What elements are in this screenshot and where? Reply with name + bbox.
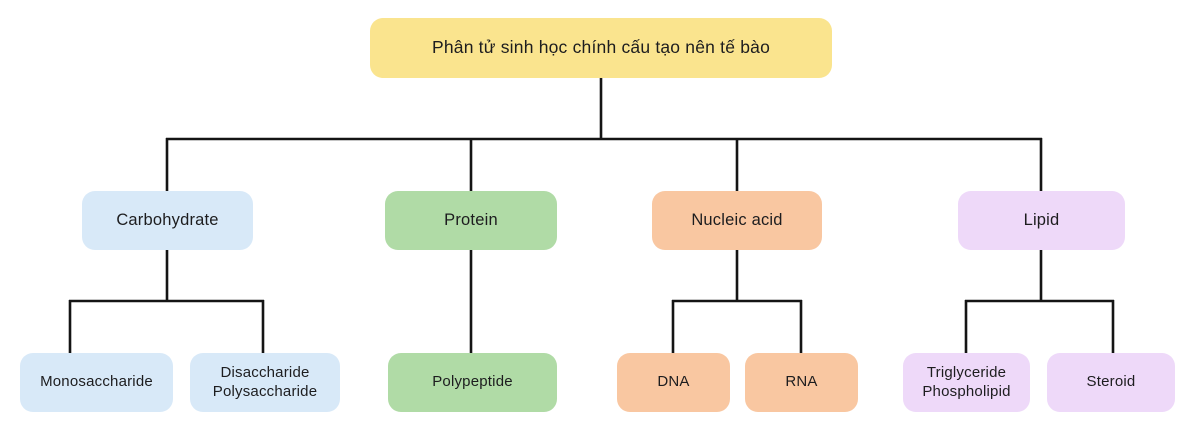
node-carbohydrate: Carbohydrate — [82, 191, 253, 250]
node-disaccharide-polysaccharide: Disaccharide Polysaccharide — [190, 353, 340, 412]
node-rna: RNA — [745, 353, 858, 412]
node-dna-label: DNA — [657, 373, 690, 391]
node-carbohydrate-label: Carbohydrate — [116, 211, 219, 230]
node-steroid-label: Steroid — [1086, 373, 1136, 391]
node-disaccharide-polysaccharide-label: Disaccharide Polysaccharide — [212, 364, 318, 400]
node-polypeptide: Polypeptide — [388, 353, 557, 412]
node-monosaccharide-label: Monosaccharide — [40, 373, 153, 391]
node-lipid-label: Lipid — [1023, 211, 1060, 230]
node-nucleic-acid-label: Nucleic acid — [691, 211, 783, 230]
node-protein-label: Protein — [444, 211, 498, 230]
node-monosaccharide: Monosaccharide — [20, 353, 173, 412]
node-steroid: Steroid — [1047, 353, 1175, 412]
node-root: Phân tử sinh học chính cấu tạo nên tế bà… — [370, 18, 832, 78]
node-lipid: Lipid — [958, 191, 1125, 250]
node-root-label: Phân tử sinh học chính cấu tạo nên tế bà… — [431, 37, 771, 58]
node-triglyceride-phospholipid: Triglyceride Phospholipid — [903, 353, 1030, 412]
node-polypeptide-label: Polypeptide — [432, 373, 513, 391]
node-nucleic-acid: Nucleic acid — [652, 191, 822, 250]
node-protein: Protein — [385, 191, 557, 250]
node-triglyceride-phospholipid-label: Triglyceride Phospholipid — [922, 364, 1011, 400]
node-dna: DNA — [617, 353, 730, 412]
node-rna-label: RNA — [785, 373, 818, 391]
